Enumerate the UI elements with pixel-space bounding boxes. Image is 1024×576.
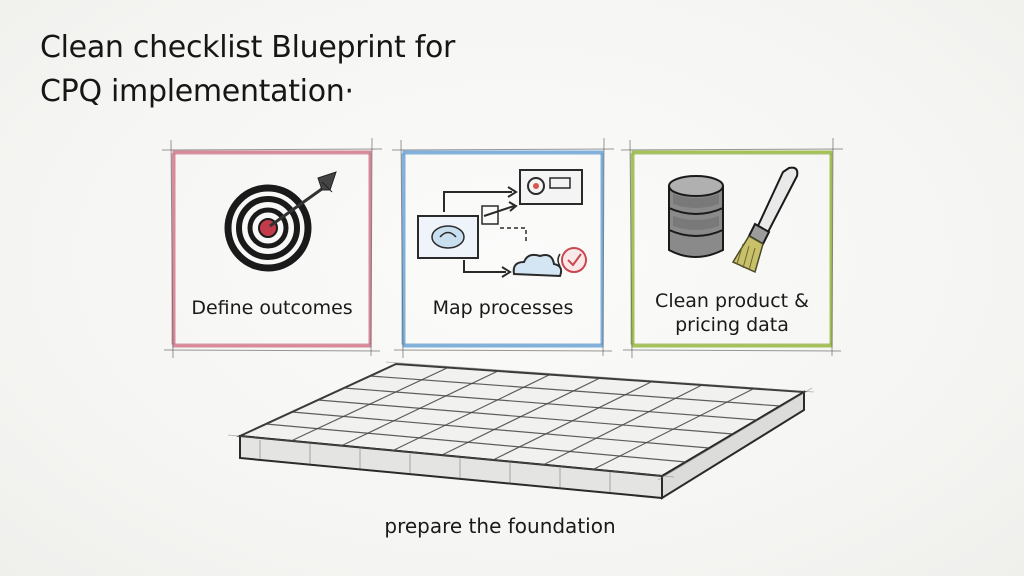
target-icon	[224, 171, 337, 272]
title-line-2: CPQ implementation·	[40, 74, 354, 109]
foundation-label: prepare the foundation	[384, 514, 616, 538]
card-frame	[391, 137, 615, 359]
step-card-define-outcomes: Define outcomes	[161, 137, 383, 359]
step-label: Define outcomes	[191, 297, 353, 319]
step-card-clean-data: Clean product & pricing data	[620, 137, 844, 359]
process-flow-icon	[417, 169, 587, 278]
card-frame	[161, 137, 383, 359]
title-line-1: Clean checklist Blueprint for	[40, 30, 456, 65]
step-label: Clean product & pricing data	[655, 290, 809, 336]
step-card-map-processes: Map processes	[391, 137, 615, 359]
card-frame	[620, 137, 844, 359]
step-label: Map processes	[432, 297, 574, 319]
page-title: Clean checklist Blueprint for CPQ implem…	[40, 26, 455, 114]
grid-foundation-icon	[227, 361, 815, 500]
database-brush-icon	[668, 166, 799, 274]
